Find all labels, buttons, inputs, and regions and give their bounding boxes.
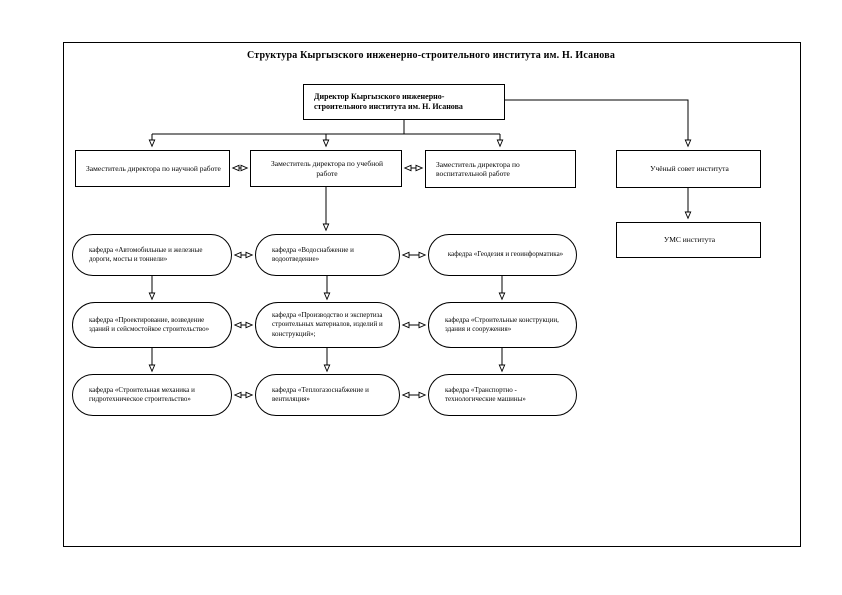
node-academic-council: Учёный совет института bbox=[616, 150, 761, 188]
node-dept-heat: кафедра «Теплогазоснабжение и вентиляция… bbox=[255, 374, 400, 416]
node-dept-structures: кафедра «Строительные конструкции, здани… bbox=[428, 302, 577, 348]
node-academic-council-label: Учёный совет института bbox=[650, 164, 729, 174]
node-dept-geodesy: кафедра «Геодезия и геоинформатика» bbox=[428, 234, 577, 276]
node-dept-mechanics: кафедра «Строительная механика и гидроте… bbox=[72, 374, 232, 416]
node-ums-label: УМС института bbox=[663, 235, 716, 245]
node-deputy-science: Заместитель директора по научной работе bbox=[75, 150, 230, 187]
node-dept-water: кафедра «Водоснабжение и водоотведение» bbox=[255, 234, 400, 276]
node-director: Директор Кыргызского инженерно-строитель… bbox=[303, 84, 505, 120]
node-dept-design-label: кафедра «Проектирование, возведение здан… bbox=[89, 315, 210, 333]
page-title: Структура Кыргызского инженерно-строител… bbox=[246, 50, 616, 61]
node-dept-design: кафедра «Проектирование, возведение здан… bbox=[72, 302, 232, 348]
node-dept-structures-label: кафедра «Строительные конструкции, здани… bbox=[445, 315, 559, 333]
node-deputy-education: Заместитель директора по учебной работе bbox=[250, 150, 402, 187]
node-dept-roads-label: кафедра «Автомобильные и железные дороги… bbox=[89, 245, 203, 263]
node-dept-heat-label: кафедра «Теплогазоснабжение и вентиляция… bbox=[272, 385, 369, 403]
node-ums: УМС института bbox=[616, 222, 761, 258]
node-dept-materials-label: кафедра «Производство и экспертиза строи… bbox=[272, 311, 383, 338]
node-director-label: Директор Кыргызского инженерно-строитель… bbox=[314, 92, 463, 111]
node-deputy-science-label: Заместитель директора по научной работе bbox=[86, 163, 221, 173]
node-deputy-upbringing-label: Заместитель директора по воспитательной … bbox=[436, 159, 520, 178]
node-dept-roads: кафедра «Автомобильные и железные дороги… bbox=[72, 234, 232, 276]
node-deputy-upbringing: Заместитель директора по воспитательной … bbox=[425, 150, 576, 188]
node-dept-materials: кафедра «Производство и экспертиза строи… bbox=[255, 302, 400, 348]
node-dept-transport: кафедра «Транспортно - технологические м… bbox=[428, 374, 577, 416]
node-dept-water-label: кафедра «Водоснабжение и водоотведение» bbox=[272, 245, 354, 263]
node-deputy-education-label: Заместитель директора по учебной работе bbox=[270, 159, 384, 178]
node-dept-mechanics-label: кафедра «Строительная механика и гидроте… bbox=[89, 385, 195, 403]
node-dept-geodesy-label: кафедра «Геодезия и геоинформатика» bbox=[447, 250, 564, 259]
node-dept-transport-label: кафедра «Транспортно - технологические м… bbox=[445, 385, 526, 403]
